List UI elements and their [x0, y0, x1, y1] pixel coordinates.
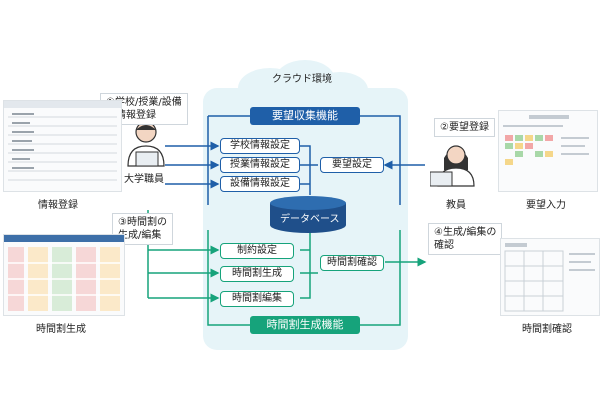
request-input-caption: 要望入力	[526, 200, 566, 211]
timetable-generation-preview	[4, 235, 124, 311]
request-input-screen	[498, 110, 598, 192]
timetable-generation-caption: 時間割生成	[36, 324, 86, 335]
step-2-text: ②要望登録	[440, 122, 489, 133]
class-info-setting: 授業情報設定	[220, 157, 300, 173]
timetable-confirm-screen	[500, 238, 600, 316]
step-4-text: ④生成/編集の 確認	[434, 227, 497, 251]
teacher-label: 教員	[446, 200, 466, 211]
info-registration-preview	[4, 101, 121, 181]
timetable-confirm: 時間割確認	[320, 255, 384, 271]
step-4-callout: ④生成/編集の 確認	[428, 223, 503, 255]
step-3-text: ③時間割の 生成/編集	[118, 217, 167, 241]
step-2-callout: ②要望登録	[434, 118, 495, 137]
timetable-confirm-preview	[504, 243, 595, 312]
info-registration-caption: 情報登録	[38, 200, 78, 211]
database-label: データベース	[280, 214, 340, 225]
timetable-edit: 時間割編集	[220, 291, 294, 307]
info-registration-screen	[3, 100, 122, 192]
school-info-setting: 学校情報設定	[220, 138, 300, 154]
timetable-generation-screen	[3, 234, 125, 316]
database-icon	[270, 196, 346, 233]
request-input-preview	[503, 115, 589, 165]
generation-function-header: 時間割生成機能	[250, 316, 360, 334]
teacher-person-icon	[430, 145, 475, 187]
staff-person-icon	[127, 121, 165, 167]
staff-label: 大学職員	[124, 174, 164, 185]
timetable-confirm-caption: 時間割確認	[522, 324, 572, 335]
cloud-label: クラウド環境	[272, 74, 332, 85]
step-1-text: ①学校/授業/設備 の情報登録	[106, 97, 182, 121]
request-setting: 要望設定	[320, 157, 384, 173]
collection-function-header: 要望収集機能	[250, 107, 360, 125]
equipment-info-setting: 設備情報設定	[220, 176, 300, 192]
timetable-generation: 時間割生成	[220, 266, 294, 282]
constraint-setting: 制約設定	[220, 243, 294, 259]
